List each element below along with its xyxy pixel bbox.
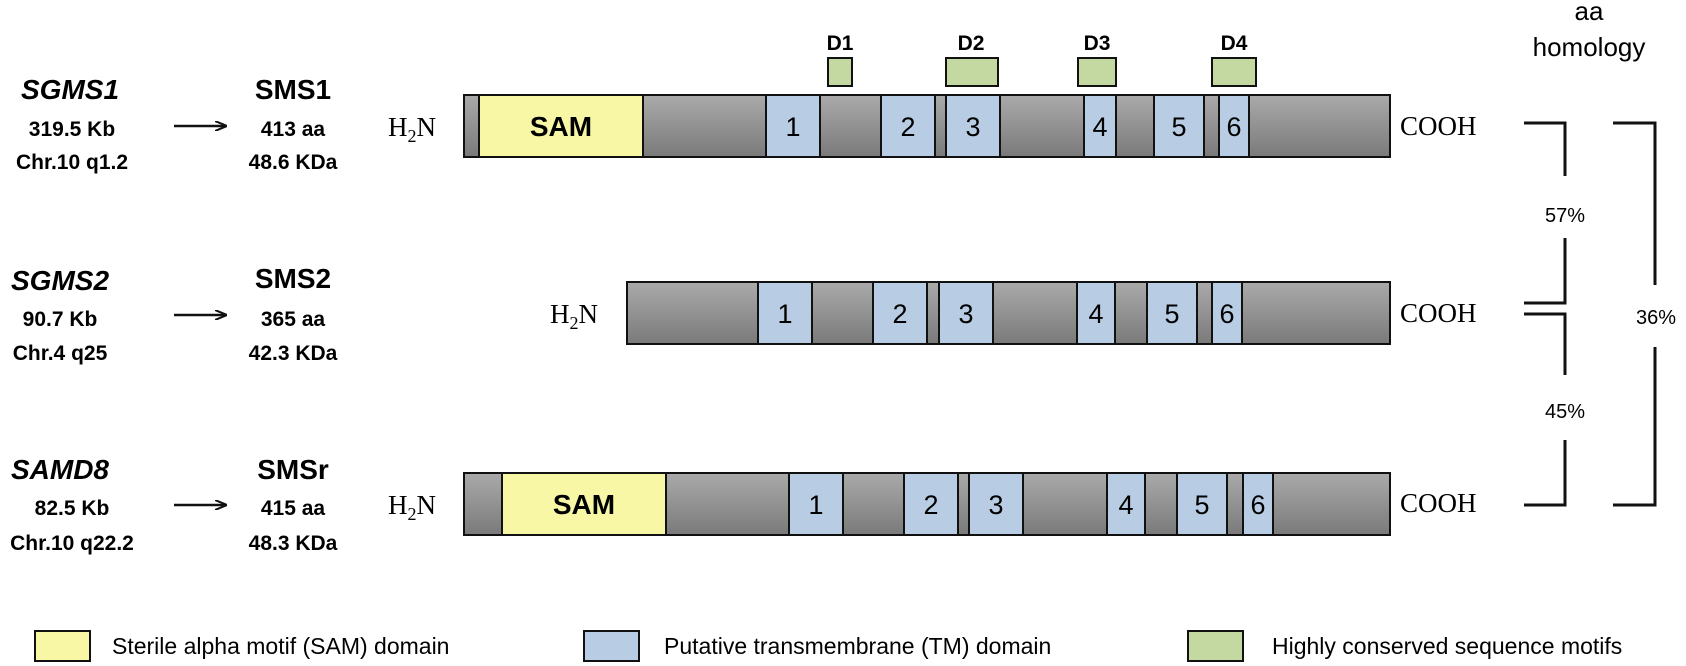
motif-d3-label: D3 [1084, 32, 1111, 55]
tm-label-smsr-1: 1 [808, 490, 823, 520]
protein-mass-sms2: 42.3 KDa [249, 342, 338, 365]
sam-label-sms1: SAM [530, 111, 592, 142]
gene-name-samd8: SAMD8 [11, 454, 109, 485]
tm-label-smsr-5: 5 [1194, 490, 1209, 520]
motif-d3-box [1077, 57, 1117, 87]
homology-header-line1: aa [1575, 0, 1604, 26]
gene-location-sgms2: Chr.4 q25 [13, 342, 108, 365]
conserved-motif-markers: D1 D2 D3 D4 [827, 32, 1257, 87]
row-sms1: SGMS1 319.5 Kb Chr.10 q1.2 SMS1 413 aa 4… [16, 74, 1477, 174]
homology-sms1-sms2: 57% [1545, 205, 1585, 227]
tm-domain-smsr-5 [1176, 472, 1228, 536]
n-terminus-sms2: H2N [550, 299, 598, 333]
sam-label-smsr: SAM [553, 489, 615, 520]
bracket-sms2-smsr-bottom [1524, 440, 1567, 507]
row-smsr: SAMD8 82.5 Kb Chr.10 q22.2 SMSr 415 aa 4… [10, 454, 1476, 555]
gene-name-sgms2: SGMS2 [11, 265, 109, 296]
gene-location-sgms1: Chr.10 q1.2 [16, 151, 128, 174]
protein-name-sms2: SMS2 [255, 263, 331, 294]
tm-label-smsr-2: 2 [923, 490, 938, 520]
tm-label-sms1-6: 6 [1226, 112, 1241, 142]
tm-domain-sms1-5 [1153, 94, 1205, 158]
n-terminus-smsr: H2N [388, 490, 436, 524]
motif-d2-label: D2 [958, 32, 985, 55]
motif-d4-label: D4 [1221, 32, 1248, 55]
protein-length-smsr: 415 aa [261, 497, 326, 520]
c-terminus-sms2: COOH [1400, 298, 1477, 328]
protein-length-sms1: 413 aa [261, 118, 326, 141]
tm-label-sms1-5: 5 [1171, 112, 1186, 142]
legend: Sterile alpha motif (SAM) domain Putativ… [34, 630, 1622, 662]
tm-domain-smsr-1 [788, 472, 844, 536]
tm-label-sms2-1: 1 [777, 299, 792, 329]
bracket-sms2-smsr-top [1524, 312, 1567, 375]
sam-domain-smsr [501, 472, 667, 536]
tm-domain-sms2-1 [757, 281, 813, 345]
tm-domain-smsr-4 [1106, 472, 1146, 536]
gene-size-samd8: 82.5 Kb [35, 497, 110, 520]
tm-domain-sms2-3 [938, 281, 994, 345]
protein-name-sms1: SMS1 [255, 74, 331, 105]
motif-d1-box [827, 57, 853, 87]
tm-label-sms2-6: 6 [1219, 299, 1234, 329]
homology-brackets [1524, 121, 1657, 507]
motif-d4-box [1211, 57, 1257, 87]
tm-label-smsr-4: 4 [1118, 490, 1133, 520]
tm-label-smsr-6: 6 [1250, 490, 1265, 520]
tm-label-sms1-4: 4 [1092, 112, 1107, 142]
tm-label-sms1-2: 2 [900, 112, 915, 142]
bracket-sms1-sms2-bottom [1524, 238, 1567, 305]
n-terminus-sms1: H2N [388, 112, 436, 146]
legend-label-sam: Sterile alpha motif (SAM) domain [112, 633, 449, 659]
protein-length-sms2: 365 aa [261, 308, 326, 331]
homology-header-line2: homology [1533, 32, 1646, 62]
tm-label-sms2-4: 4 [1088, 299, 1103, 329]
gene-location-samd8: Chr.10 q22.2 [10, 532, 134, 555]
tm-domain-sms2-6 [1211, 281, 1243, 345]
tm-domain-smsr-3 [968, 472, 1024, 536]
tm-domain-sms2-4 [1076, 281, 1116, 345]
tm-domain-smsr-6 [1242, 472, 1274, 536]
tm-domain-sms1-6 [1218, 94, 1250, 158]
tm-label-sms2-2: 2 [892, 299, 907, 329]
gene-name-sgms1: SGMS1 [21, 74, 119, 105]
gene-size-sgms2: 90.7 Kb [23, 308, 98, 331]
legend-label-tm: Putative transmembrane (TM) domain [664, 633, 1051, 659]
tm-domain-sms1-4 [1083, 94, 1117, 158]
tm-domain-sms1-1 [765, 94, 821, 158]
c-terminus-smsr: COOH [1400, 488, 1477, 518]
bracket-sms1-sms2-top [1524, 121, 1567, 176]
protein-mass-smsr: 48.3 KDa [249, 532, 338, 555]
c-terminus-sms1: COOH [1400, 111, 1477, 141]
bracket-sms1-smsr-top [1613, 121, 1657, 285]
legend-swatch-motif [1187, 630, 1244, 662]
tm-label-sms1-3: 3 [965, 112, 980, 142]
motif-d1-label: D1 [827, 32, 854, 55]
tm-domain-sms1-3 [945, 94, 1001, 158]
tm-domain-sms1-2 [880, 94, 936, 158]
row-sms2: SGMS2 90.7 Kb Chr.4 q25 SMS2 365 aa 42.3… [11, 263, 1477, 365]
tm-label-sms1-1: 1 [785, 112, 800, 142]
tm-label-sms2-5: 5 [1164, 299, 1179, 329]
protein-name-smsr: SMSr [257, 454, 329, 485]
bracket-sms1-smsr-bottom [1613, 347, 1657, 507]
protein-mass-sms1: 48.6 KDa [249, 151, 338, 174]
tm-domain-sms2-5 [1146, 281, 1198, 345]
sam-domain-sms1 [478, 94, 644, 158]
tm-label-sms2-3: 3 [958, 299, 973, 329]
tm-domain-sms2-2 [872, 281, 928, 345]
protein-bar-sms2 [626, 281, 1391, 345]
legend-label-motif: Highly conserved sequence motifs [1272, 633, 1622, 659]
legend-swatch-tm [583, 630, 640, 662]
tm-label-smsr-3: 3 [988, 490, 1003, 520]
tm-domain-smsr-2 [903, 472, 959, 536]
homology-sms1-smsr: 36% [1636, 307, 1676, 329]
motif-d2-box [945, 57, 999, 87]
legend-swatch-sam [34, 630, 91, 662]
homology-sms2-smsr: 45% [1545, 401, 1585, 423]
gene-size-sgms1: 319.5 Kb [29, 118, 115, 141]
